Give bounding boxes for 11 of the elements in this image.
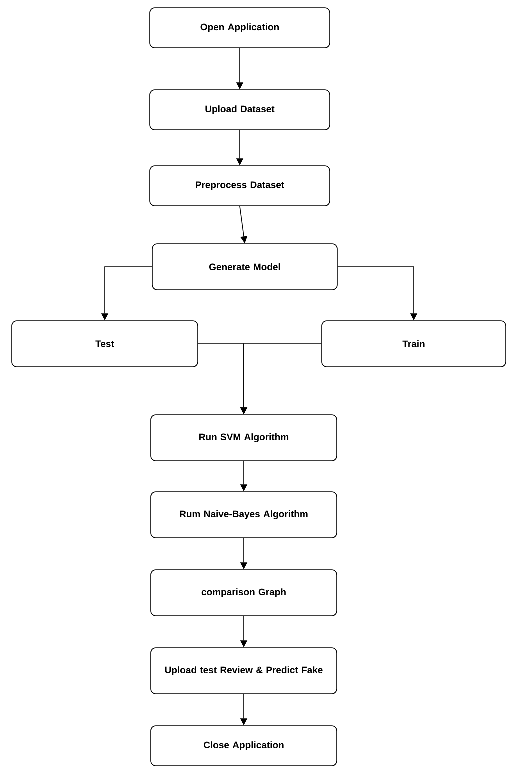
- process-box: Test: [12, 320, 198, 368]
- process-box: Close Application: [150, 726, 338, 766]
- process-box: Generate Model: [152, 244, 338, 290]
- process-box: Rum Naive-Bayes Algorithm: [150, 492, 338, 538]
- process-box: comparison Graph: [150, 570, 338, 616]
- process-box: Upload test Review & Predict Fake: [150, 648, 338, 694]
- process-box: Run SVM Algorithm: [150, 414, 338, 462]
- process-box: Preprocess Dataset: [150, 166, 330, 206]
- process-box: Train: [322, 320, 506, 368]
- process-box: Upload Dataset: [150, 90, 330, 130]
- process-box: Open Application: [150, 8, 330, 48]
